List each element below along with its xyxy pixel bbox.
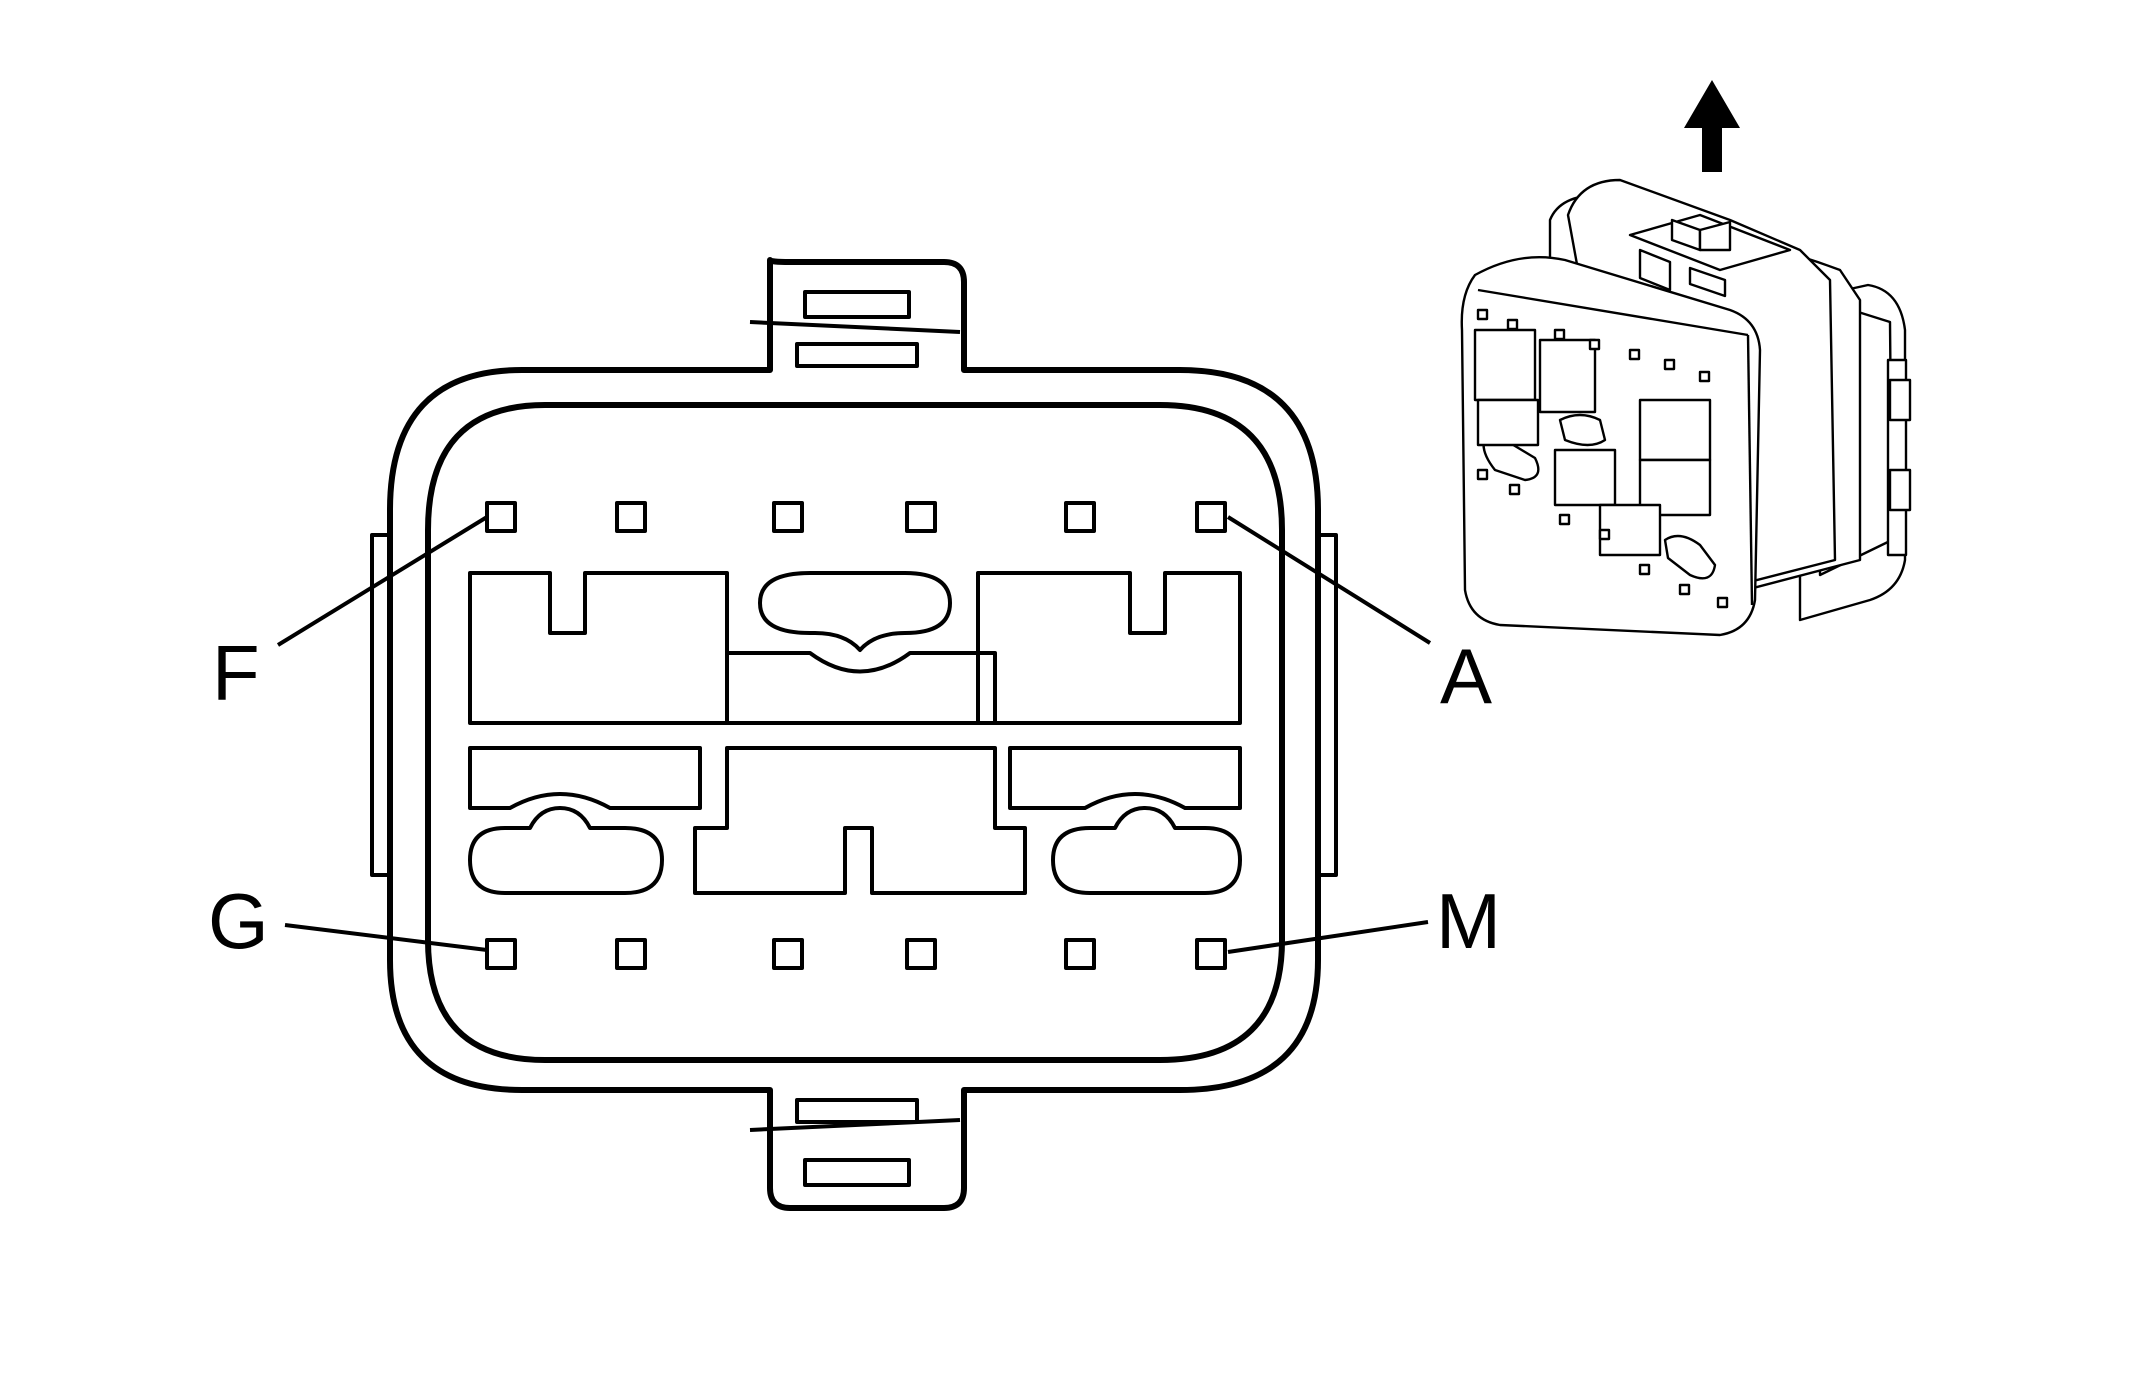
terminal-cavity <box>1195 938 1227 970</box>
terminal-cavity <box>1064 938 1096 970</box>
cavity-lower-left-oval <box>468 806 664 895</box>
pin-label-A: A <box>1440 632 1492 720</box>
pin-label-F: F <box>212 629 260 717</box>
leader-line-G <box>284 923 488 952</box>
housing-inner-rim <box>425 402 1285 1063</box>
pin-label-G: G <box>208 877 269 965</box>
terminal-cavity <box>615 501 647 533</box>
leader-line-M <box>1227 920 1429 954</box>
cavity-lower-right-rect <box>1008 746 1242 810</box>
up-arrow-icon <box>1684 80 1740 172</box>
isometric-face-dots <box>1476 308 1729 609</box>
cavity-center-upper <box>725 651 997 725</box>
pin-label-M: M <box>1436 877 1501 965</box>
connector-isometric <box>1460 80 1912 637</box>
left-side-rib <box>370 533 392 877</box>
leader-line-F <box>276 515 489 647</box>
terminal-cavity <box>1195 501 1227 533</box>
bottom-latch <box>749 1098 961 1187</box>
cavity-lower-left-rect <box>468 746 702 810</box>
terminal-cavity <box>485 501 517 533</box>
housing-outer-shell <box>387 257 1321 1211</box>
leader-line-A <box>1226 515 1432 645</box>
cavity-lower-center <box>693 746 1027 895</box>
terminal-row-top <box>485 501 1227 533</box>
cavity-upper-oval <box>758 571 952 652</box>
terminal-cavity <box>1064 501 1096 533</box>
terminal-row-bottom <box>485 938 1227 970</box>
cavity-upper-right <box>976 571 1242 725</box>
terminal-cavity <box>615 938 647 970</box>
cavity-upper-left <box>468 571 729 725</box>
terminal-cavity <box>485 938 517 970</box>
terminal-cavity <box>772 501 804 533</box>
isometric-latch <box>1628 213 1792 298</box>
right-side-rib <box>1316 533 1338 877</box>
terminal-cavity <box>905 501 937 533</box>
terminal-cavity <box>772 938 804 970</box>
connector-face: F A G M <box>208 257 1501 1211</box>
top-latch <box>749 290 961 368</box>
terminal-cavity <box>905 938 937 970</box>
cavity-lower-right-oval <box>1051 806 1242 895</box>
